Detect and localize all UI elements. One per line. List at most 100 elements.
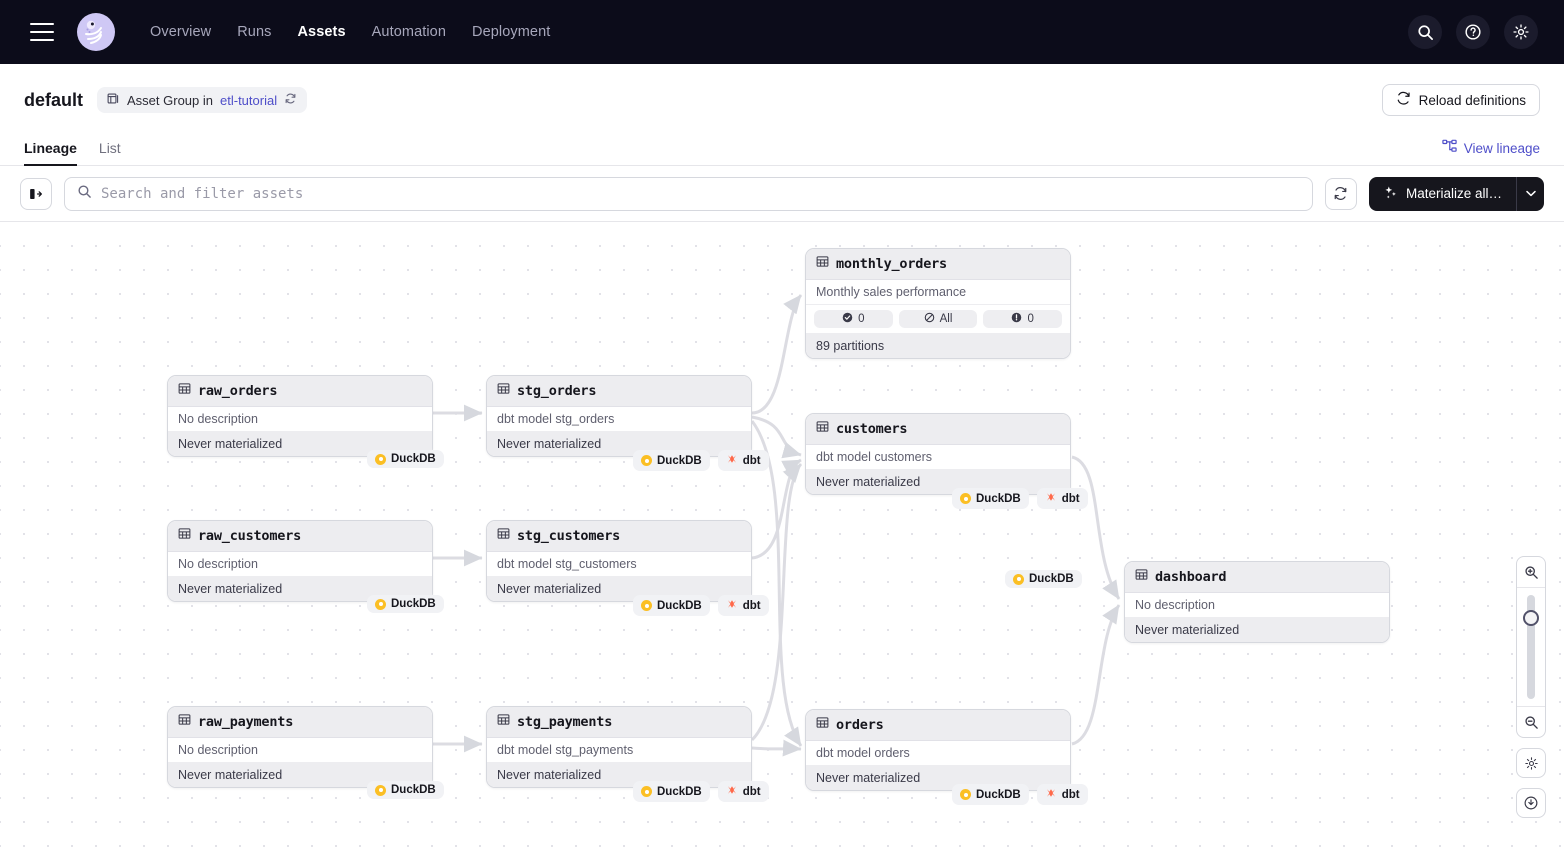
zoom-slider-thumb[interactable] — [1523, 610, 1539, 626]
partition-chip-missing[interactable]: All — [898, 310, 978, 328]
hamburger-icon[interactable] — [30, 23, 54, 41]
dagster-logo-icon[interactable] — [76, 12, 116, 52]
chevron-down-icon — [1525, 190, 1536, 197]
search-icon[interactable] — [1408, 15, 1442, 49]
lineage-icon — [1442, 139, 1457, 157]
asset-node-name: customers — [836, 421, 908, 437]
asset-group-link[interactable]: etl-tutorial — [220, 92, 278, 108]
zoom-slider-stack — [1516, 556, 1546, 738]
nav-link-runs[interactable]: Runs — [237, 24, 272, 40]
materialize-all-button[interactable]: Materialize all… — [1368, 176, 1516, 211]
refresh-icon[interactable] — [1324, 177, 1357, 210]
table-icon — [178, 713, 191, 731]
asset-node-header: stg_payments — [487, 707, 751, 738]
asset-node-raw-payments[interactable]: raw_payments No description Never materi… — [167, 706, 433, 788]
lineage-graph-canvas[interactable]: monthly_orders Monthly sales performance… — [0, 224, 1564, 851]
check-circle-icon — [842, 312, 853, 326]
nav-link-deployment[interactable]: Deployment — [472, 24, 551, 40]
table-icon — [816, 420, 829, 438]
tag-duckdb[interactable]: DuckDB — [952, 488, 1029, 509]
tag-label: DuckDB — [391, 598, 436, 610]
tag-label: DuckDB — [976, 788, 1021, 801]
tag-label: DuckDB — [391, 453, 436, 465]
asset-node-customers[interactable]: customers dbt model customers Never mate… — [805, 413, 1071, 495]
asset-node-status: Never materialized — [806, 470, 1070, 494]
asset-group-breadcrumb[interactable]: Asset Group in etl-tutorial — [97, 87, 308, 113]
tag-duckdb[interactable]: DuckDB — [633, 781, 710, 802]
asset-node-header: raw_orders — [168, 376, 432, 407]
partition-chip-failed[interactable]: 0 — [983, 310, 1063, 328]
tag-label: DuckDB — [657, 454, 702, 467]
zoom-out-icon[interactable] — [1517, 707, 1545, 737]
tag-dbt[interactable]: dbt — [717, 781, 769, 802]
asset-node-stg-payments[interactable]: stg_payments dbt model stg_payments Neve… — [486, 706, 752, 788]
duckdb-icon — [641, 786, 652, 797]
gear-icon[interactable] — [1504, 15, 1538, 49]
tag-dbt[interactable]: dbt — [717, 450, 769, 471]
reload-icon — [1396, 91, 1411, 109]
toggle-sidebar-icon[interactable] — [20, 177, 52, 210]
fit-to-screen-button[interactable] — [1516, 788, 1546, 818]
nav-link-assets[interactable]: Assets — [297, 24, 346, 40]
lineage-edges — [433, 294, 1121, 757]
view-lineage-link[interactable]: View lineage — [1442, 139, 1540, 165]
reload-definitions-button[interactable]: Reload definitions — [1381, 84, 1540, 116]
tag-dbt[interactable]: dbt — [1036, 784, 1088, 805]
zoom-slider-track — [1527, 595, 1535, 699]
duckdb-icon — [960, 493, 971, 504]
help-icon[interactable] — [1456, 15, 1490, 49]
asset-node-description: dbt model stg_orders — [487, 407, 751, 432]
refresh-icon[interactable] — [284, 92, 297, 108]
tag-duckdb[interactable]: DuckDB — [633, 595, 710, 616]
graph-settings-button[interactable] — [1516, 748, 1546, 778]
partition-chip-label: 0 — [858, 313, 865, 325]
asset-node-orders[interactable]: orders dbt model orders Never materializ… — [805, 709, 1071, 791]
duckdb-icon — [641, 455, 652, 466]
nav-link-automation[interactable]: Automation — [371, 24, 447, 40]
duckdb-icon — [375, 453, 386, 465]
asset-node-stg-customers[interactable]: stg_customers dbt model stg_customers Ne… — [486, 520, 752, 602]
zoom-in-icon[interactable] — [1517, 557, 1545, 587]
partition-chip-materialized[interactable]: 0 — [814, 310, 893, 328]
search-input[interactable] — [101, 185, 1300, 202]
table-icon — [497, 382, 510, 400]
tag-duckdb[interactable]: DuckDB — [367, 595, 444, 613]
asset-node-raw-customers[interactable]: raw_customers No description Never mater… — [167, 520, 433, 602]
tag-duckdb[interactable]: DuckDB — [633, 450, 710, 471]
tab-lineage[interactable]: Lineage — [24, 140, 77, 166]
materialize-all-group: Materialize all… — [1368, 176, 1544, 211]
tag-label: dbt — [1061, 788, 1080, 801]
zoom-slider[interactable] — [1517, 588, 1545, 706]
asset-group-icon — [107, 92, 120, 108]
search-and-filter-box[interactable] — [64, 176, 1313, 211]
asset-tag-row-stg-customers: DuckDB dbt — [633, 595, 769, 616]
asset-node-stg-orders[interactable]: stg_orders dbt model stg_orders Never ma… — [486, 375, 752, 457]
asset-node-monthly-orders[interactable]: monthly_orders Monthly sales performance… — [805, 248, 1071, 359]
table-icon — [497, 713, 510, 731]
tag-dbt[interactable]: dbt — [717, 595, 769, 616]
nav-link-overview[interactable]: Overview — [150, 24, 212, 40]
asset-node-description: dbt model stg_payments — [487, 738, 751, 763]
asset-node-header: customers — [806, 414, 1070, 445]
tab-list[interactable]: List — [98, 140, 121, 156]
asset-node-description: dbt model stg_customers — [487, 552, 751, 577]
top-navigation-bar: Overview Runs Assets Automation Deployme… — [0, 0, 1564, 64]
tag-duckdb[interactable]: DuckDB — [952, 784, 1029, 805]
nav-links: Overview Runs Assets Automation Deployme… — [150, 24, 550, 40]
asset-node-name: orders — [836, 717, 884, 733]
dbt-icon — [726, 453, 738, 468]
tag-duckdb[interactable]: DuckDB — [1005, 570, 1082, 588]
asset-node-status: 89 partitions — [806, 334, 1070, 358]
reload-definitions-label: Reload definitions — [1418, 92, 1526, 108]
asset-tag-row-raw-customers: DuckDB — [367, 595, 444, 613]
materialize-dropdown-button[interactable] — [1516, 176, 1544, 211]
asset-node-name: stg_payments — [517, 714, 613, 730]
tag-duckdb[interactable]: DuckDB — [367, 450, 444, 468]
tag-duckdb[interactable]: DuckDB — [367, 781, 444, 799]
tag-dbt[interactable]: dbt — [1036, 488, 1088, 509]
asset-node-raw-orders[interactable]: raw_orders No description Never material… — [167, 375, 433, 457]
dbt-icon — [1045, 491, 1057, 506]
asset-node-name: raw_customers — [198, 528, 302, 544]
asset-node-dashboard[interactable]: dashboard No description Never materiali… — [1124, 561, 1390, 643]
